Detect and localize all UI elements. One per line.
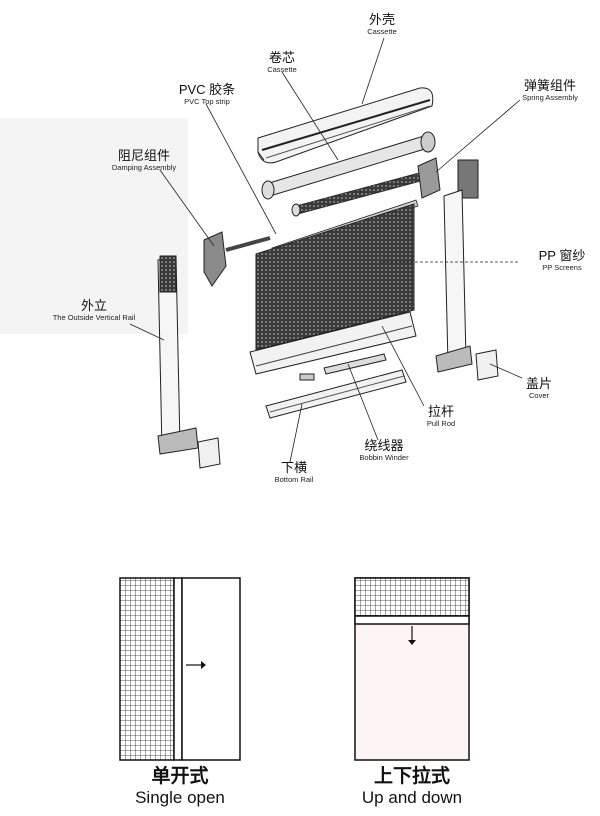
label-en: Damping Assembly xyxy=(111,163,177,172)
label-cn: 外壳 xyxy=(368,12,395,27)
label-en: Cassette xyxy=(367,27,397,36)
up-and-down-icon xyxy=(354,577,470,761)
pp-screen xyxy=(255,203,415,351)
spring-assembly xyxy=(417,157,479,199)
pull-rod xyxy=(249,311,417,375)
leader-lines xyxy=(129,37,523,463)
label-en: Spring Assembly xyxy=(522,93,578,102)
label-en: Bobbin Winder xyxy=(359,453,409,462)
label-cn: 阻尼组件 xyxy=(117,148,170,163)
label-pp-screens: PP 窗纱 PP Screens xyxy=(524,248,600,272)
label-cn: 拉杆 xyxy=(427,404,454,419)
label-pvc-top-strip: PVC 胶条 PVC Top strip xyxy=(162,82,252,106)
bottom-rail xyxy=(265,369,407,419)
outside-vertical-rail xyxy=(157,255,199,455)
caption-cn: 上下拉式 xyxy=(373,766,450,787)
label-cn: 盖片 xyxy=(525,376,552,391)
caption-en: Up and down xyxy=(361,788,463,807)
label-en: Cover xyxy=(528,391,549,400)
label-cassette-core: 卷芯 Cassette xyxy=(252,50,312,74)
label-spring-assembly: 弹簧组件 Spring Assembly xyxy=(510,78,590,102)
label-cn: 绕线器 xyxy=(364,438,404,453)
bobbin-winder xyxy=(299,353,387,381)
label-outside-vertical-rail: 外立 The Outside Vertical Rail xyxy=(36,298,152,322)
label-cn: 卷芯 xyxy=(268,50,295,65)
label-cn: 下横 xyxy=(280,460,307,475)
label-cassette-shell: 外壳 Cassette xyxy=(352,12,412,36)
cassette-core xyxy=(261,131,436,200)
label-bobbin-winder: 绕线器 Bobbin Winder xyxy=(348,438,420,462)
right-vertical-rail xyxy=(435,189,473,373)
label-en: PP Screens xyxy=(542,263,582,272)
cover-piece-right xyxy=(475,349,499,381)
damping-assembly xyxy=(203,231,271,287)
label-cover: 盖片 Cover xyxy=(514,376,564,400)
label-pull-rod: 拉杆 Pull Rod xyxy=(416,404,466,428)
label-en: PVC Top strip xyxy=(184,97,230,106)
caption-en: Single open xyxy=(135,788,225,807)
single-open-icon xyxy=(119,577,241,761)
label-cn: PP 窗纱 xyxy=(538,248,586,263)
label-en: Pull Rod xyxy=(426,419,456,428)
label-cn: 弹簧组件 xyxy=(523,78,576,93)
caption-single-open: 单开式 Single open xyxy=(110,766,250,808)
caption-up-and-down: 上下拉式 Up and down xyxy=(342,766,482,808)
label-en: Bottom Rail xyxy=(274,475,314,484)
cover-piece-left xyxy=(197,437,221,469)
label-bottom-rail: 下横 Bottom Rail xyxy=(264,460,324,484)
label-en: The Outside Vertical Rail xyxy=(52,313,136,322)
label-cn: PVC 胶条 xyxy=(178,82,236,97)
caption-cn: 单开式 xyxy=(151,766,209,787)
label-damping-assembly: 阻尼组件 Damping Assembly xyxy=(96,148,192,172)
cassette-shell xyxy=(257,87,434,164)
label-cn: 外立 xyxy=(80,298,107,313)
label-en: Cassette xyxy=(267,65,297,74)
